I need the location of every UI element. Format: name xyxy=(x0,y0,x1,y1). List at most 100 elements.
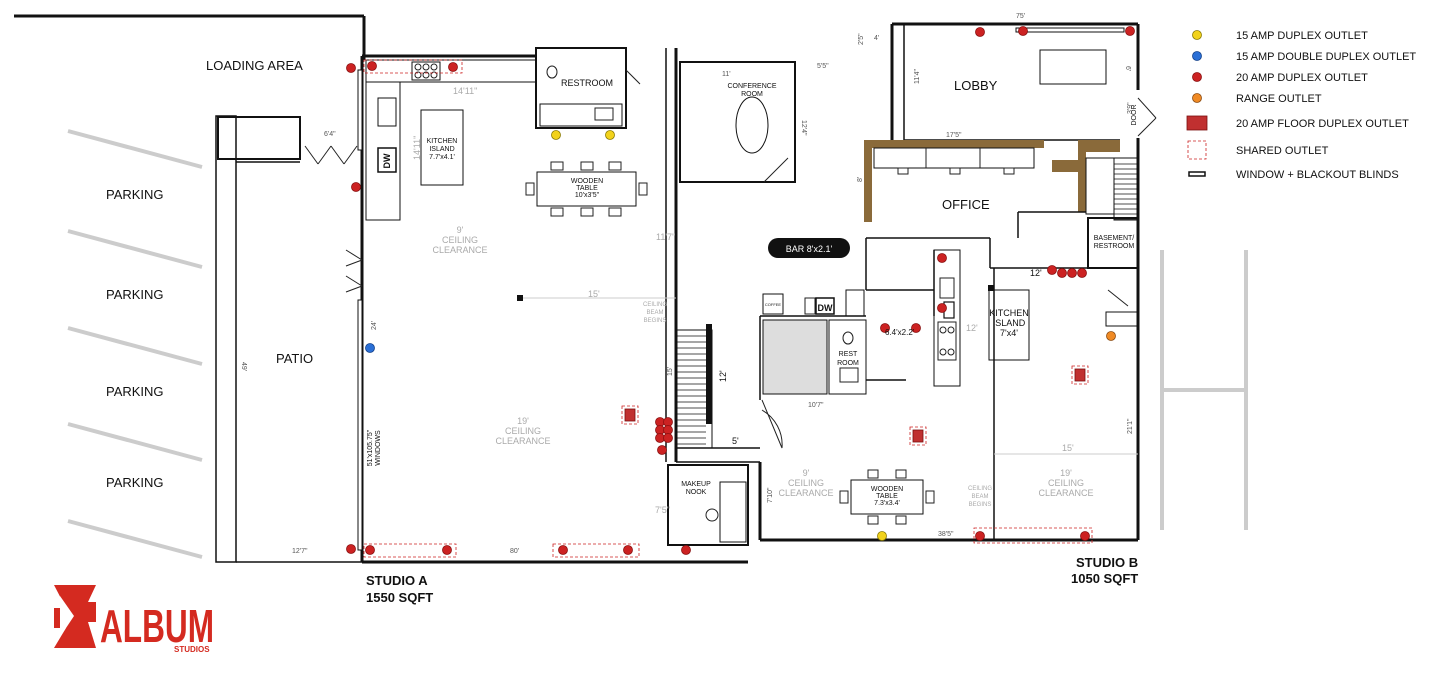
dim-15-stair: 15' xyxy=(667,367,674,376)
shared-outlet-box xyxy=(552,543,640,558)
red-outlet xyxy=(346,544,356,554)
dim-5: 5' xyxy=(732,436,739,446)
window-bar-legend-symbol xyxy=(1188,171,1206,177)
red-outlet xyxy=(558,545,568,555)
red-outlet xyxy=(1057,268,1067,278)
dim-8: 8' xyxy=(857,177,864,182)
parking-label-4: PARKING xyxy=(106,475,164,490)
red-outlet xyxy=(657,445,667,455)
stairs-a xyxy=(675,324,760,463)
office-label: OFFICE xyxy=(942,197,990,212)
legend-item: WINDOW + BLACKOUT BLINDS xyxy=(1188,169,1399,181)
dim-3-9: 3'9" xyxy=(1127,102,1134,114)
legend-item: SHARED OUTLET xyxy=(1187,140,1329,160)
dim-7-5: 7'5" xyxy=(655,505,670,515)
legend-label: SHARED OUTLET xyxy=(1236,145,1329,157)
red-outlet xyxy=(1067,268,1077,278)
dim-12-4: 12'4" xyxy=(800,120,807,136)
dim-6-4: 6'4" xyxy=(324,131,336,138)
stairs-b xyxy=(1085,157,1139,221)
red-outlet xyxy=(1047,265,1057,275)
studio-a-size: 1550 SQFT xyxy=(366,590,433,605)
dim-38-5: 38'5" xyxy=(938,531,954,538)
red-outlet xyxy=(1080,531,1090,541)
legend: 15 AMP DUPLEX OUTLET 15 AMP DOUBLE DUPLEX… xyxy=(1186,30,1416,181)
dim-11-7: 11'7" xyxy=(656,232,675,242)
dim-6: 6' xyxy=(1124,66,1131,71)
floor-outlet xyxy=(621,405,639,425)
legend-label: WINDOW + BLACKOUT BLINDS xyxy=(1236,169,1399,181)
rest-room-b xyxy=(762,319,867,395)
patio xyxy=(215,115,362,563)
patio-label: PATIO xyxy=(276,351,313,366)
coffee-label: COFFEE xyxy=(765,302,782,307)
dim-2-5: 2'5" xyxy=(858,33,865,45)
shared-outlet-box xyxy=(363,59,463,74)
dim-80: 80' xyxy=(510,548,519,555)
studio-a-name: STUDIO A xyxy=(366,573,428,588)
album-logo: ALBUM STUDIOS xyxy=(30,568,242,668)
wooden-table-b xyxy=(839,469,935,525)
dw-label-b: DW xyxy=(818,303,833,313)
legend-item: 15 AMP DOUBLE DUPLEX OUTLET xyxy=(1192,51,1416,63)
legend-label: 20 AMP FLOOR DUPLEX OUTLET xyxy=(1236,118,1409,130)
wooden-table-a xyxy=(525,161,648,217)
lobby-label: LOBBY xyxy=(954,78,998,93)
kitchen-island-b xyxy=(988,289,1030,361)
dim-17-5: 17'5" xyxy=(946,132,962,139)
parking-label-3: PARKING xyxy=(106,384,164,399)
dim-75: 75' xyxy=(1016,13,1025,20)
red-outlet xyxy=(1018,26,1028,36)
album-logo-mark xyxy=(54,585,96,648)
legend-label: 20 AMP DUPLEX OUTLET xyxy=(1236,72,1368,84)
red-outlet xyxy=(1125,26,1135,36)
dim-12-c: 12' xyxy=(966,323,978,333)
dim-49: 49' xyxy=(240,362,247,371)
lobby xyxy=(890,22,1157,540)
legend-item: 20 AMP FLOOR DUPLEX OUTLET xyxy=(1186,115,1409,131)
dim-4: 4' xyxy=(874,35,879,42)
shared-outlet-box xyxy=(363,543,457,558)
studio-b-walls xyxy=(758,237,1138,542)
legend-item: 20 AMP DUPLEX OUTLET xyxy=(1192,72,1368,84)
parking-label-2: PARKING xyxy=(106,287,164,302)
floor-outlet-legend-symbol xyxy=(1186,115,1208,131)
dim-24: 24' xyxy=(371,321,378,330)
red-outlet xyxy=(937,253,947,263)
dim-21-1: 21'1" xyxy=(1127,418,1134,434)
studio-b-size: 1050 SQFT xyxy=(1071,571,1138,586)
red-outlet xyxy=(365,545,375,555)
dim-12-7: 12'7" xyxy=(292,548,308,555)
door-label: DOOR xyxy=(1131,105,1138,126)
makeup-nook xyxy=(667,464,749,546)
blue-outlet xyxy=(365,343,375,353)
red-outlet xyxy=(442,545,452,555)
dim-10-7: 10'7" xyxy=(808,402,824,409)
coffee-counter: COFFEE DW xyxy=(762,289,865,317)
studio-b-name: STUDIO B xyxy=(1076,555,1138,570)
legend-label: 15 AMP DUPLEX OUTLET xyxy=(1236,30,1368,42)
bar-label: BAR 8'x2.1' xyxy=(786,244,833,254)
dashed-box-legend-symbol xyxy=(1187,140,1207,160)
floor-outlet xyxy=(1071,365,1089,385)
dim-14-11-side: 14'11" xyxy=(412,136,422,160)
floor-outlet xyxy=(909,426,927,446)
red-outlet xyxy=(880,323,890,333)
red-outlet xyxy=(937,303,947,313)
parking-label-1: PARKING xyxy=(106,187,164,202)
dim-12-stair: 12' xyxy=(718,370,728,382)
legend-item: RANGE OUTLET xyxy=(1192,93,1322,105)
parking-lines xyxy=(67,129,1248,559)
red-outlet xyxy=(663,433,673,443)
dim-7-10: 7'10" xyxy=(767,487,774,503)
